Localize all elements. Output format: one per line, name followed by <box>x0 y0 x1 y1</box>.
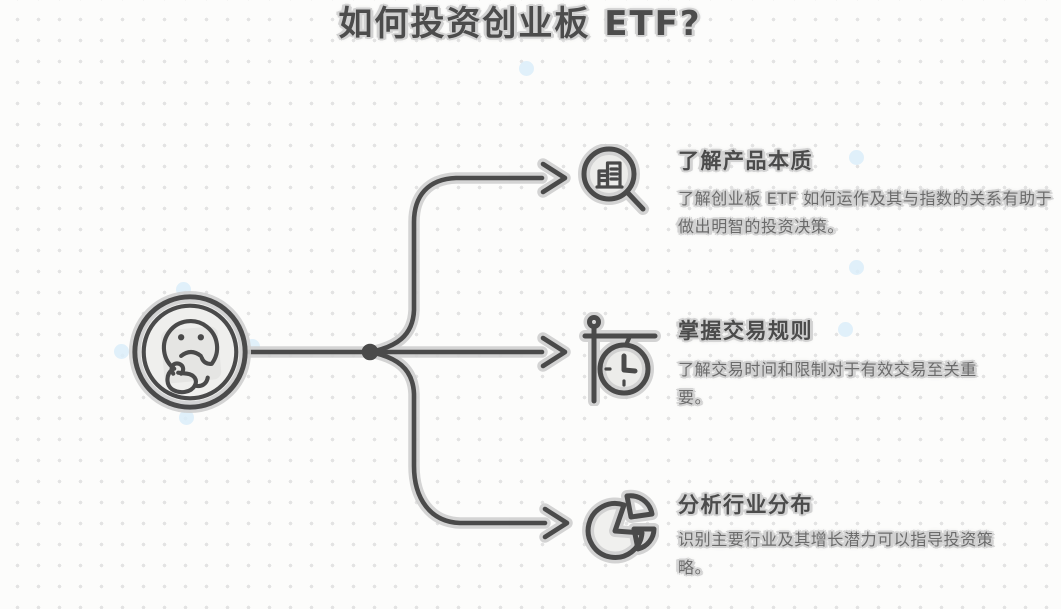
branch-body: 了解交易时间和限制对于有效交易至关重要。 <box>678 360 977 407</box>
accent-dot <box>838 322 853 337</box>
arrowhead-top-icon <box>540 161 568 195</box>
connector-top-branch <box>367 175 545 355</box>
branch-heading: 分析行业分布 <box>678 493 813 517</box>
connector-bottom-branch <box>367 349 548 526</box>
arrowhead-middle-icon <box>540 335 568 369</box>
diagram-title: 如何投资创业板 ETF? <box>338 4 702 44</box>
branch-body: 了解创业板 ETF 如何运作及其与指数的关系有助于做出明智的投资决策。 <box>678 189 1053 236</box>
thinking-face-icon <box>128 290 252 414</box>
arrowhead-bottom-icon <box>542 506 570 540</box>
pie-chart-icon <box>582 489 659 564</box>
branch-heading: 了解产品本质 <box>678 149 813 173</box>
accent-dot <box>114 344 129 359</box>
branch-heading: 掌握交易规则 <box>678 319 813 343</box>
accent-dot <box>849 260 864 275</box>
magnifier-company-icon <box>578 144 649 215</box>
accent-dot <box>179 410 194 425</box>
accent-dot <box>519 61 534 76</box>
accent-dot <box>849 150 864 165</box>
branch-body: 识别主要行业及其增长潜力可以指导投资策略。 <box>678 530 994 577</box>
hanging-clock-icon <box>579 312 661 406</box>
branch-junction-dot <box>361 343 379 361</box>
